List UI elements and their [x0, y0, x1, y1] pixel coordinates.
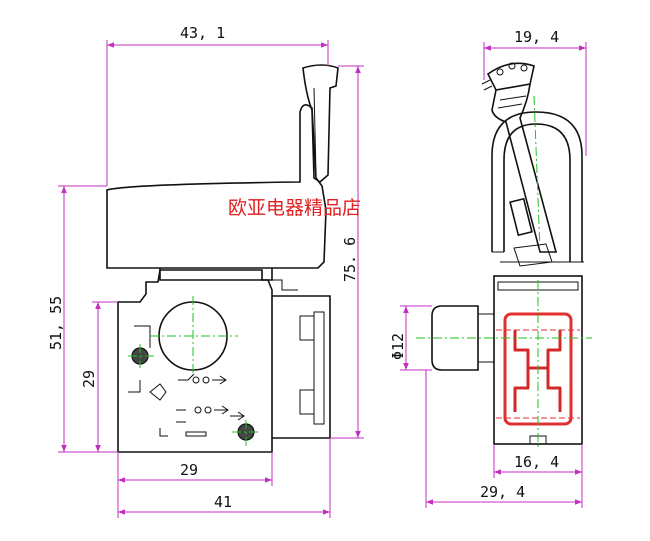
dim-label-16-4: 16, 4: [514, 453, 559, 471]
dim-label-29-4: 29, 4: [480, 483, 525, 501]
contact-dot-1: [192, 376, 200, 384]
dim-label-41: 41: [214, 493, 232, 511]
internal-contacts: [149, 373, 195, 437]
watermark-text: 欧亚电器精品店: [228, 197, 361, 219]
terminal-slot-upper: [299, 315, 315, 341]
front-view: [106, 64, 339, 453]
side-knob-stem: [477, 313, 495, 363]
dim-label-43-1: 43, 1: [180, 24, 225, 42]
side-u-guard: [491, 111, 583, 262]
terminal-edge: [313, 311, 325, 425]
trigger-base-tab: [272, 279, 298, 291]
side-linkage-block: [509, 197, 533, 237]
arrow-glyphs: [212, 375, 245, 421]
front-dimensions: [58, 40, 364, 518]
contact-dot-4: [204, 406, 212, 414]
dim-label-29-vertical: 29: [80, 370, 98, 388]
dim-label-29-horizontal: 29: [180, 461, 198, 479]
side-trigger-shank: [491, 83, 558, 253]
side-u-guard-inner: [503, 123, 571, 262]
terminal-slot-lower: [299, 389, 315, 415]
dim-label-75-6: 75. 6: [341, 237, 359, 282]
side-trigger-tip: [486, 62, 535, 91]
trigger-lever: [302, 64, 339, 184]
side-view: [416, 62, 592, 448]
contact-dot-2: [202, 376, 210, 384]
side-knob: [431, 305, 479, 371]
bottom-slot: [185, 431, 207, 437]
side-trigger-centerline: [533, 95, 541, 251]
dim-label-19-4: 19, 4: [514, 28, 559, 46]
contact-dot-3: [194, 406, 202, 414]
terminal-block: [272, 295, 331, 439]
internal-bracket: [128, 325, 151, 393]
side-dimensions: [400, 42, 587, 508]
trigger-body: [106, 104, 327, 269]
dim-label-51-55: 51, 55: [47, 296, 65, 350]
dim-label-phi12: Φ12: [389, 333, 407, 360]
